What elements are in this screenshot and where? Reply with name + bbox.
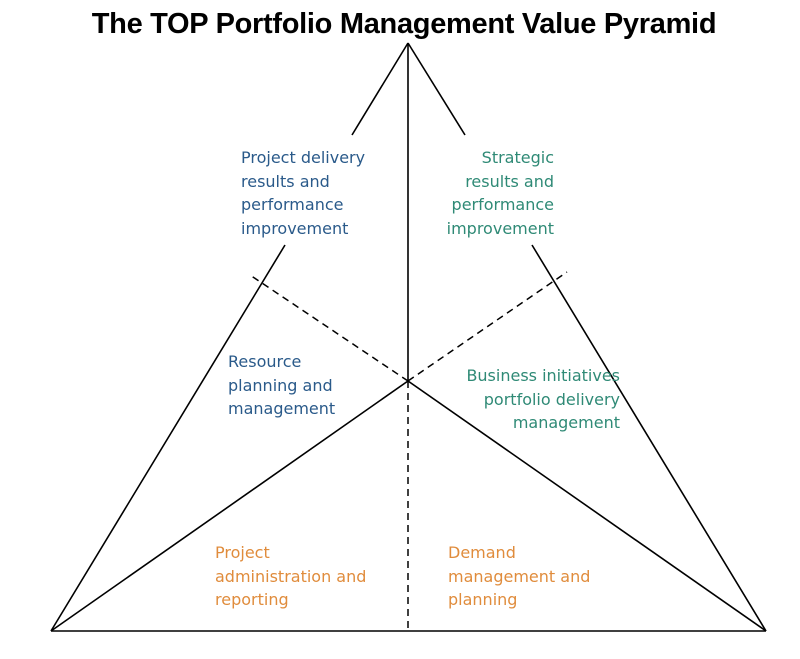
- left-corner-to-center-line: [50, 380, 409, 632]
- section-business-initiatives: Business initiatives portfolio delivery …: [466, 366, 620, 432]
- section-strategic-results: Strategic results and performance improv…: [446, 148, 554, 238]
- section-demand-management: Demand management and planning: [448, 543, 591, 609]
- right-corner-to-center-line: [407, 380, 767, 632]
- left-dashed-divider: [249, 274, 409, 382]
- section-resource-planning: Resource planning and management: [228, 352, 336, 418]
- pyramid-right-edge-lower: [531, 244, 767, 632]
- section-project-delivery: Project delivery results and performance…: [241, 148, 366, 238]
- section-project-administration: Project administration and reporting: [215, 543, 367, 609]
- pyramid-right-edge-upper: [407, 42, 466, 136]
- pyramid-left-edge-lower: [50, 244, 286, 632]
- right-dashed-divider: [407, 271, 568, 382]
- diagram-title: The TOP Portfolio Management Value Pyram…: [91, 8, 717, 40]
- pyramid-left-edge-upper: [351, 42, 409, 136]
